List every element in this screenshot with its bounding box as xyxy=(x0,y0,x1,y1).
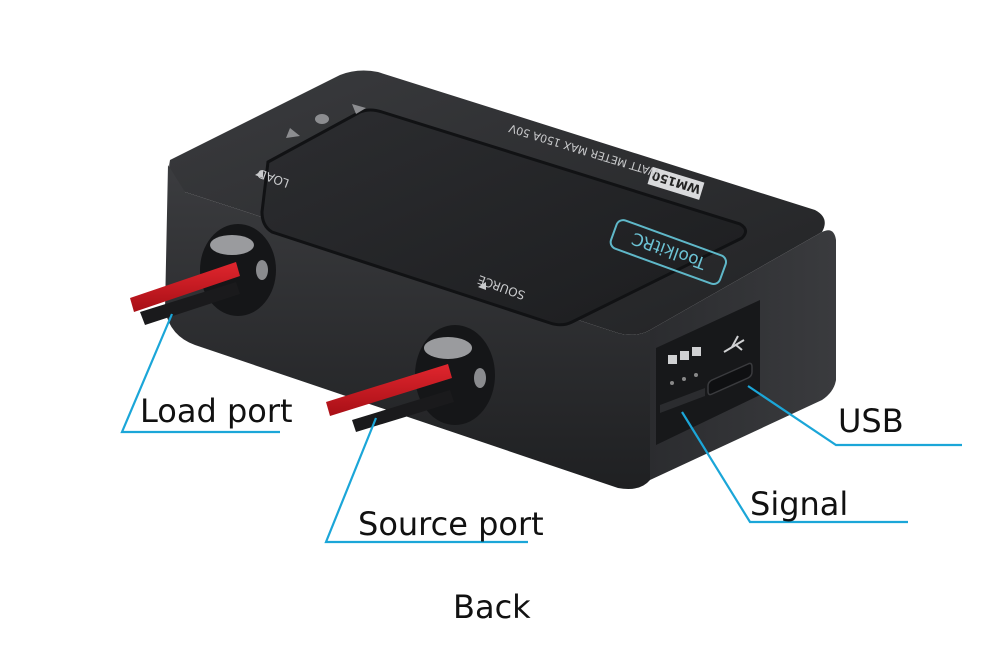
left-button-icon xyxy=(286,128,300,138)
brand-logo-frame xyxy=(609,219,728,286)
signal-s-icon xyxy=(692,347,701,356)
signal-leader-line xyxy=(681,411,908,524)
load-port-leader-line xyxy=(120,313,280,434)
source-port-callout: Source port xyxy=(358,505,544,543)
signal-pin xyxy=(694,373,698,377)
usb-leader-line xyxy=(747,385,962,447)
source-port-leader-line xyxy=(324,417,528,544)
signal-plus-icon xyxy=(680,351,689,360)
load-arrow-icon xyxy=(255,170,263,178)
side-port-panel xyxy=(656,300,760,445)
caption: Back xyxy=(453,588,531,626)
source-black-cable xyxy=(352,390,454,432)
source-arrow-icon xyxy=(478,282,486,290)
signal-pin xyxy=(682,377,686,381)
load-port-callout: Load port xyxy=(140,392,293,430)
source-red-cable xyxy=(326,364,452,416)
load-port-bolt xyxy=(256,260,268,280)
usb-port xyxy=(707,362,753,396)
display-screen xyxy=(260,108,747,327)
usb-callout: USB xyxy=(838,402,904,440)
right-button-icon xyxy=(352,104,366,114)
load-port-highlight xyxy=(210,235,254,255)
signal-connector xyxy=(660,388,705,413)
source-port-highlight xyxy=(424,337,472,359)
signal-pin xyxy=(670,381,674,385)
load-black-cable xyxy=(140,282,240,325)
usb-icon xyxy=(723,335,745,353)
source-port-bolt xyxy=(474,368,486,388)
signal-callout: Signal xyxy=(750,485,849,523)
signal-minus-icon xyxy=(668,355,677,364)
device-front-face xyxy=(165,165,650,489)
model-badge-bg xyxy=(647,166,705,200)
load-red-cable xyxy=(130,262,240,312)
center-button-icon xyxy=(315,114,329,124)
